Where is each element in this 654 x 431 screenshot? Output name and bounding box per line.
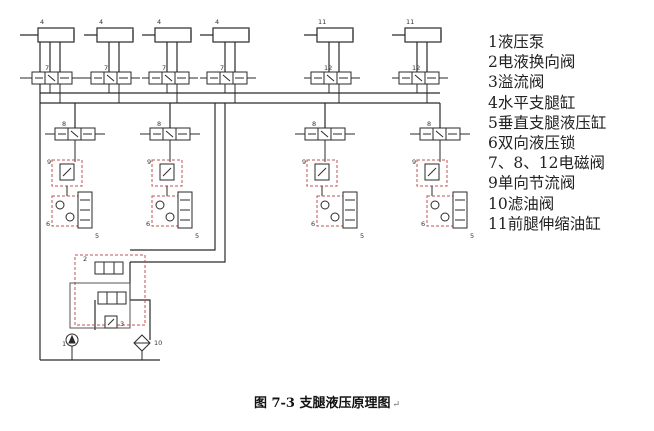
callout-throttle-2: 9	[147, 158, 151, 166]
top-cylinders	[20, 27, 442, 72]
callout-relief-3: 3	[120, 320, 124, 328]
valve-mid-1	[45, 127, 105, 162]
figure-caption: 图 7-3 支腿液压原理图↵	[0, 392, 654, 411]
legend-item: 9单向节流阀	[488, 174, 576, 193]
mid-valve-row	[45, 127, 470, 162]
callout-top-valve-2: 7	[104, 64, 108, 72]
cylinder-1	[20, 27, 75, 72]
figure-caption-text: 图 7-3 支腿液压原理图	[253, 396, 391, 411]
callout-valve-2: 2	[83, 255, 87, 263]
throttle-3	[306, 159, 338, 196]
callout-lock-1: 6	[46, 220, 50, 228]
valve-top-3	[142, 71, 198, 103]
callout-top-valve-6: 12	[412, 64, 420, 72]
cylinder-2	[84, 27, 134, 72]
control-block	[65, 254, 151, 360]
cylinder-5	[304, 27, 354, 72]
callout-vert-cyl-2: 5	[195, 232, 199, 240]
callout-labels: 4 4 4 4 11 11 7 7 7 7 12 12 8 8 8 8 9 9 …	[40, 18, 474, 348]
callout-top-cyl-1: 4	[40, 18, 44, 26]
throttle-2	[151, 159, 183, 196]
callout-mid-valve-1: 8	[62, 120, 66, 128]
callout-filter-10: 10	[154, 339, 162, 347]
callout-vert-cyl-4: 5	[470, 232, 474, 240]
pump-1	[65, 333, 79, 360]
callout-top-cyl-4: 4	[215, 18, 219, 26]
callout-top-cyl-3: 4	[157, 18, 161, 26]
relief-valve-3	[104, 315, 118, 329]
throttle-1	[51, 159, 83, 196]
callout-throttle-1: 9	[47, 158, 51, 166]
valve-mid-3	[295, 127, 355, 162]
top-valve-row	[20, 71, 448, 103]
callout-top-valve-4: 7	[220, 64, 224, 72]
callout-throttle-3: 9	[302, 158, 306, 166]
callout-vert-cyl-3: 5	[360, 232, 364, 240]
throttle-valves	[51, 159, 448, 196]
legend-item: 10滤油阀	[488, 194, 555, 213]
legend-item: 1液压泵	[488, 33, 545, 51]
valve-top-4	[200, 71, 256, 103]
unit-2	[151, 191, 193, 229]
callout-lock-4: 6	[421, 220, 425, 228]
cylinder-3	[142, 27, 192, 72]
cylinder-6	[392, 27, 442, 72]
main-rails	[39, 40, 441, 361]
legend-item: 6双向液压锁	[488, 133, 576, 152]
callout-vert-cyl-1: 5	[95, 232, 99, 240]
lock-and-cylinder-units	[51, 191, 468, 229]
callout-pump-1: 1	[62, 340, 66, 348]
component-legend: 1液压泵 2电液换向阀 3溢流阀 4水平支腿缸 5垂直支腿液压缸 6双向液压锁 …	[488, 32, 606, 234]
cylinder-4	[200, 27, 250, 72]
unit-4	[426, 191, 468, 229]
paragraph-mark-icon: ↵	[392, 400, 401, 410]
throttle-4	[416, 159, 448, 196]
callout-mid-valve-3: 8	[312, 120, 316, 128]
legend-item: 3溢流阀	[488, 73, 545, 92]
callout-throttle-4: 9	[412, 158, 416, 166]
callout-top-cyl-2: 4	[99, 18, 103, 26]
legend-item: 11前腿伸缩油缸	[488, 214, 601, 233]
unit-3	[316, 191, 358, 229]
valve-mid-2	[140, 127, 200, 162]
filter-10	[133, 334, 151, 360]
callout-top-cyl-6: 11	[406, 18, 414, 26]
valve-top-2	[84, 71, 140, 103]
callout-lock-3: 6	[311, 220, 315, 228]
callout-top-cyl-5: 11	[318, 18, 326, 26]
valve-mid-4	[410, 127, 470, 162]
valve-2-upper	[94, 261, 124, 275]
legend-item: 5垂直支腿液压缸	[488, 113, 607, 132]
unit-1	[51, 191, 93, 229]
legend-item: 7、8、12电磁阀	[488, 154, 605, 173]
callout-top-valve-3: 7	[162, 64, 166, 72]
legend-item: 4水平支腿缸	[488, 93, 576, 112]
callout-lock-2: 6	[146, 220, 150, 228]
callout-top-valve-1: 7	[45, 64, 49, 72]
valve-top-5	[304, 71, 360, 103]
callout-mid-valve-4: 8	[427, 120, 431, 128]
legend-item: 2电液换向阀	[488, 53, 576, 72]
callout-mid-valve-2: 8	[157, 120, 161, 128]
valve-top-6	[392, 71, 448, 103]
callout-top-valve-5: 12	[324, 64, 332, 72]
valve-top-1	[20, 71, 84, 103]
valve-2-lower	[97, 291, 127, 305]
